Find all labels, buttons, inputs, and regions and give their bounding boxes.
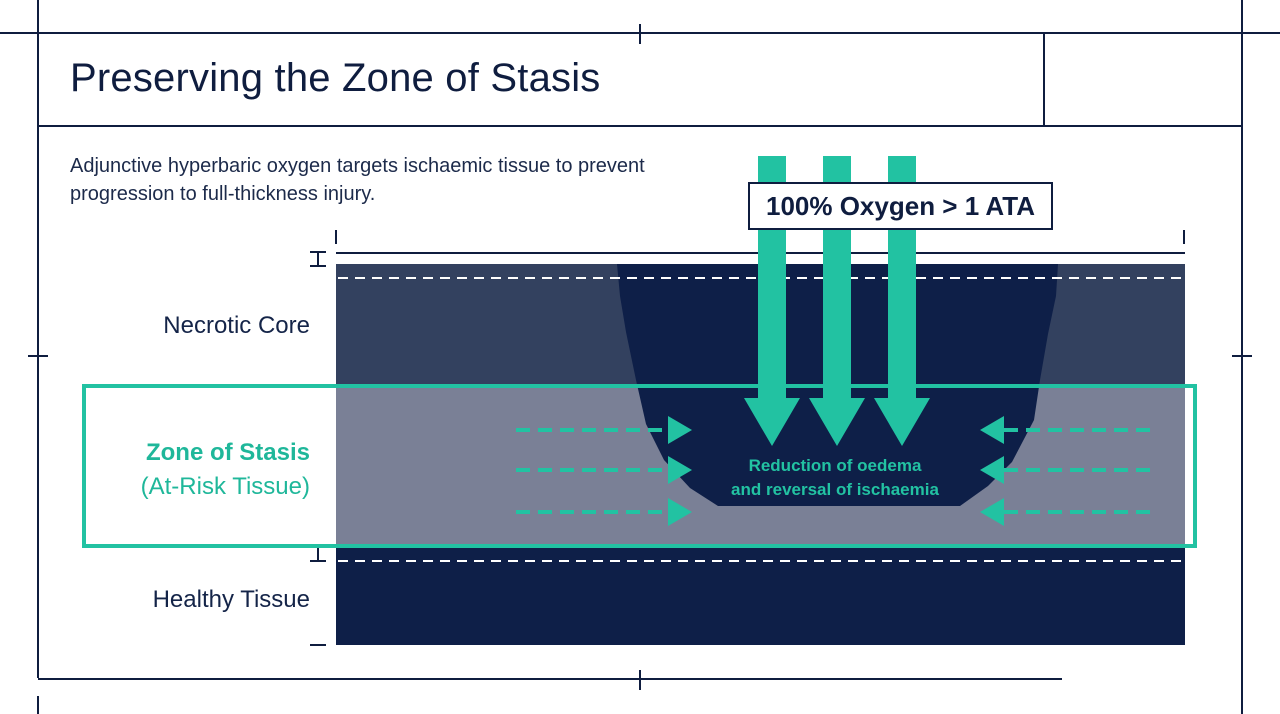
lateral-arrows-right bbox=[980, 416, 1156, 526]
depth-markers bbox=[310, 251, 326, 646]
oxygen-label: 100% Oxygen > 1 ATA bbox=[765, 190, 1035, 221]
necrotic-core-label: Necrotic Core bbox=[163, 312, 310, 339]
effect-line-1: Reduction of oedema bbox=[748, 456, 922, 475]
healthy-tissue-label: Healthy Tissue bbox=[152, 586, 310, 613]
zone-of-stasis-label: Zone of Stasis (At-Risk Tissue) bbox=[141, 436, 310, 504]
subtitle: Adjunctive hyperbaric oxygen targets isc… bbox=[70, 155, 645, 205]
stasis-highlight-box bbox=[82, 384, 1197, 548]
oxygen-label-box: 100% Oxygen > 1 ATA bbox=[748, 182, 1053, 230]
zone-of-stasis-subtitle: (At-Risk Tissue) bbox=[140, 473, 310, 500]
page-title: Preserving the Zone of Stasis bbox=[70, 56, 601, 100]
lateral-arrows-left bbox=[516, 416, 692, 526]
effect-label: Reduction of oedema and reversal of isch… bbox=[700, 454, 970, 502]
effect-line-2: and reversal of ischaemia bbox=[731, 480, 939, 499]
healthy-layer bbox=[336, 546, 1185, 645]
zone-of-stasis-title: Zone of Stasis bbox=[145, 439, 310, 466]
